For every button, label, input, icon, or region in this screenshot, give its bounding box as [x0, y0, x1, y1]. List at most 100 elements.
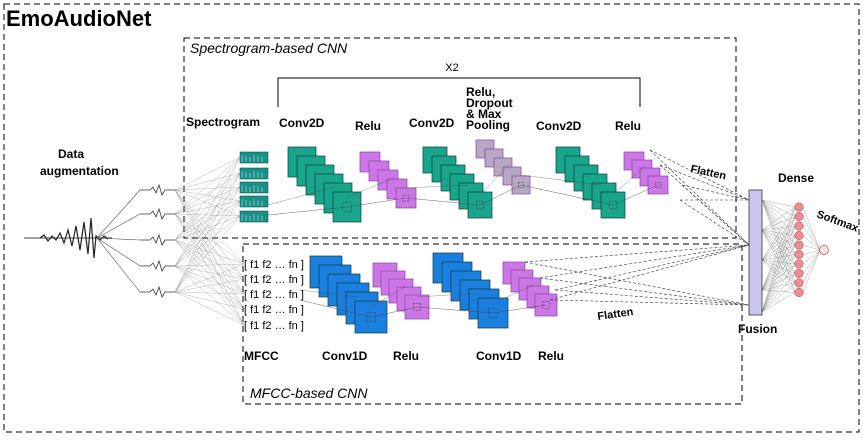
augment-branch-line [96, 237, 141, 267]
aug-to-spectrogram-line [174, 186, 241, 215]
mfcc-layer-label-relu-2: Relu [538, 349, 564, 363]
fusion-to-dense-line [761, 235, 796, 313]
layer-link [612, 184, 659, 206]
aug-to-spectrogram-line [174, 186, 241, 267]
fusion-to-dense-line [761, 229, 796, 274]
spec-flatten-line [679, 199, 750, 246]
augmented-waveform [140, 233, 175, 246]
fusion-to-dense-line [761, 259, 796, 284]
layer-link [370, 306, 418, 318]
dense-to-softmax-line [802, 249, 821, 265]
outer-frame [3, 3, 860, 433]
mfcc-relu-2-stack-kernel [542, 301, 550, 309]
fusion-to-dense-line [761, 199, 796, 208]
spec-layer-label-relu-1: Relu [355, 119, 381, 133]
fusion-to-dense-line [761, 206, 796, 231]
spec-conv2d-3-stack [555, 146, 626, 219]
augmented-waveform [140, 259, 175, 272]
spec-pool-stack-kernel [518, 182, 524, 188]
fusion-to-dense-line [761, 235, 796, 291]
aug-to-mfcc-line [174, 213, 245, 280]
spec-conv2d-1-stack [287, 146, 362, 223]
aug-to-spectrogram-line [174, 215, 241, 241]
dense-to-softmax-line [802, 249, 821, 274]
aug-to-mfcc-line [174, 291, 245, 310]
fusion-to-dense-line [761, 199, 796, 293]
aug-to-mfcc-line [174, 189, 245, 326]
fusion-to-dense-line [761, 206, 796, 261]
spec-pool-label-line2: Dropout [466, 96, 513, 110]
aug-to-mfcc-line [174, 189, 245, 295]
dense-node [794, 250, 804, 260]
spectrogram-branch-title: Spectrogram-based CNN [190, 40, 348, 56]
augment-branch-line [96, 237, 141, 241]
spec-layer-label-relu-2: Relu [615, 119, 641, 133]
spec-layer-label-conv2d-3: Conv2D [536, 119, 582, 133]
aug-to-spectrogram-line [174, 156, 241, 191]
dense-node [794, 240, 804, 250]
fusion-to-dense-line [761, 254, 796, 291]
aug-to-spectrogram-line [174, 186, 241, 293]
aug-to-mfcc-line [174, 239, 245, 265]
mfcc-relu-2-stack [502, 261, 558, 317]
spec-relu-1-stack-kernel [402, 194, 410, 202]
layer-link [405, 184, 469, 189]
aug-to-spectrogram-line [174, 200, 241, 215]
softmax-node [819, 245, 829, 255]
spec-layer-label-conv2d-1: Conv2D [279, 116, 325, 130]
spectrogram-stack [239, 151, 269, 223]
spectrogram-to-conv-line [267, 206, 348, 216]
fusion-label: Fusion [738, 322, 777, 336]
mfcc-conv1d-2-stack-kernel [488, 308, 498, 318]
fusion-to-dense-line [761, 273, 796, 313]
fusion-to-dense-line [761, 254, 796, 313]
aug-to-mfcc-line [174, 278, 245, 293]
layer-link [416, 306, 494, 314]
fusion-to-dense-line [761, 259, 796, 265]
spectrogram-to-conv-line [267, 186, 336, 206]
spec-pool-label-line3: & Max [466, 107, 502, 121]
augmented-waveform [140, 285, 175, 298]
spec-relu-1-stack [359, 151, 417, 209]
aug-to-mfcc-line [174, 265, 245, 310]
augment-branch-line [96, 237, 141, 293]
diagram-title: EmoAudioNet [6, 6, 152, 31]
fusion-to-dense-line [761, 216, 796, 291]
fusion-to-dense-line [761, 225, 796, 313]
fusion-to-dense-line [761, 289, 796, 293]
input-label-line1: Data [58, 147, 84, 161]
fusion-to-dense-line [761, 259, 796, 293]
fusion-layer [748, 189, 763, 316]
spec-pool-stack [475, 139, 531, 195]
spec-pool-label-line1: Relu, [466, 85, 495, 99]
aug-to-mfcc-line [174, 189, 245, 265]
fusion-to-dense-line [761, 263, 796, 313]
fusion-to-dense-line [761, 199, 796, 265]
mfcc-conv1d-2-stack [432, 252, 509, 329]
mfcc-flatten-line [554, 244, 750, 291]
dense-label: Dense [778, 171, 814, 185]
dense-node [794, 268, 804, 278]
aug-to-mfcc-line [174, 213, 245, 326]
aug-to-mfcc-line [174, 291, 245, 326]
mfcc-layer-label-conv1d-1: Conv1D [322, 349, 368, 363]
mfcc-flatten-label: Flatten [597, 306, 635, 323]
mfcc-feature-row: [ f1 f2 … fn ] [244, 274, 304, 286]
spec-flatten-line [659, 164, 750, 201]
dense-node [794, 221, 804, 231]
aug-to-spectrogram-line [174, 156, 241, 293]
aug-to-spectrogram-line [174, 172, 241, 267]
aug-to-mfcc-line [174, 189, 245, 280]
aug-to-spectrogram-line [174, 200, 241, 267]
aug-to-spectrogram-line [174, 156, 241, 241]
fusion-to-dense-line [761, 244, 796, 291]
aug-to-spectrogram-line [174, 156, 241, 267]
fusion-to-dense-line [761, 229, 796, 255]
spec-relu-2-stack [623, 151, 669, 195]
aug-to-spectrogram-line [174, 215, 241, 293]
aug-to-spectrogram-line [174, 186, 241, 191]
layer-link [405, 197, 481, 206]
dense-to-softmax-line [802, 249, 821, 284]
layer-link [492, 284, 535, 304]
